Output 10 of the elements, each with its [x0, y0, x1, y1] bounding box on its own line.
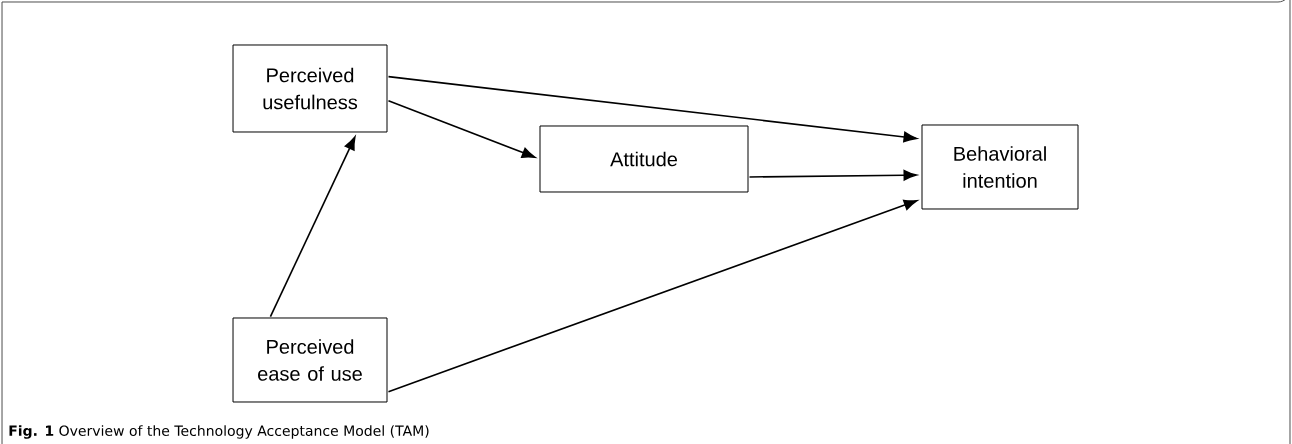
arrow	[269, 136, 356, 318]
process-box: Attitude	[539, 125, 749, 193]
arrow	[387, 100, 536, 158]
process-box: Perceived ease of use	[232, 317, 388, 403]
process-box: Behavioral intention	[921, 124, 1079, 210]
process-box: Perceived usefulness	[232, 44, 388, 133]
arrow	[748, 169, 917, 181]
arrow	[387, 75, 918, 143]
arrow	[387, 199, 918, 393]
caption: Fig. 1 Overview of the Technology Acceptance Model (TAM)	[9, 425, 429, 439]
